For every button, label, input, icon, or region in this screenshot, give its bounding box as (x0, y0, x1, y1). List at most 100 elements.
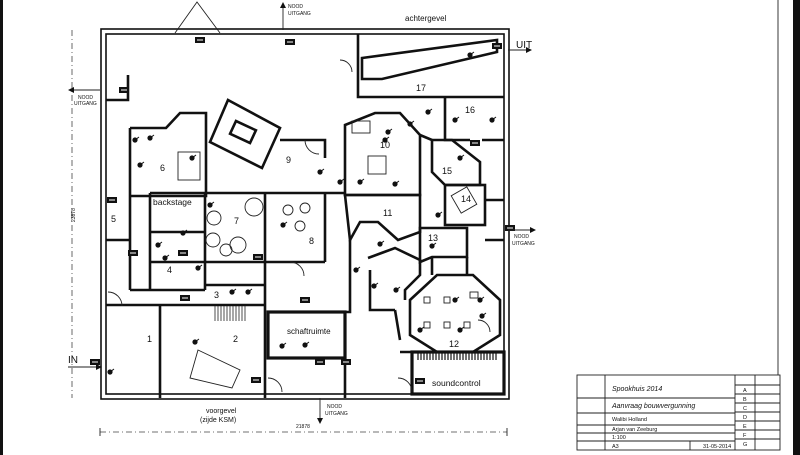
emergency-exit-label: UITGANG (512, 241, 535, 247)
room-number: 2 (233, 334, 238, 344)
actor-marker-tick (373, 282, 379, 287)
room-9-wall (280, 138, 327, 158)
furniture (177, 119, 479, 389)
room-number: 15 (442, 166, 452, 176)
revision-letter: A (743, 388, 747, 394)
seat (423, 296, 431, 304)
front-facade-side-label: (zijde KSM) (200, 417, 236, 424)
actor-marker-tick (139, 161, 145, 166)
revision-letter: C (743, 406, 747, 412)
table (177, 151, 201, 181)
room-11-wall (343, 193, 422, 245)
doors (107, 59, 491, 393)
client-name: Walibi Holland (612, 417, 647, 423)
coffin (450, 186, 478, 214)
seat (423, 321, 431, 329)
entrance-label: IN (68, 355, 78, 366)
actor-marker-tick (209, 201, 215, 206)
revision-letter: E (743, 424, 747, 430)
actor-marker-tick (459, 154, 465, 159)
arrows (68, 2, 536, 424)
room-number: 12 (449, 339, 459, 349)
actor-marker-tick (359, 178, 365, 183)
emergency-exit-label: UITGANG (74, 101, 97, 107)
actor-marker-tick (231, 288, 237, 293)
actor-marker-tick (281, 342, 287, 347)
emergency-exit-label: NOOD (288, 4, 303, 10)
arrow-head-icon (530, 227, 536, 233)
misc-walls (343, 198, 504, 398)
actor-marker-tick (491, 116, 497, 121)
actor-marker-tick (339, 178, 345, 183)
room-14-wall (443, 183, 487, 227)
left-edge-strip (0, 0, 3, 455)
entry-wall (106, 75, 130, 102)
actor-marker-tick (194, 338, 200, 343)
room-13-wall (418, 226, 469, 264)
drawing-scale: 1:100 (612, 435, 626, 441)
title-block: Spookhuis 2014 Aanvraag bouwvergunning W… (576, 374, 781, 451)
room-number: 4 (167, 265, 172, 275)
seat (469, 291, 479, 299)
corridor-3-walls (106, 262, 267, 398)
actor-marker-tick (157, 241, 163, 246)
room-number: 3 (214, 290, 219, 300)
room-number: 17 (416, 83, 426, 93)
room-number: 7 (234, 216, 239, 226)
actor-marker-tick (304, 341, 310, 346)
actor-marker-tick (164, 254, 170, 259)
drawing-subject: Aanvraag bouwvergunning (611, 403, 695, 410)
actor-marker-tick (197, 264, 203, 269)
right-edge-strip (793, 0, 800, 455)
emergency-exit-label: NOOD (78, 95, 93, 101)
exit-label: UIT (516, 40, 532, 51)
outer-wall-outside (100, 28, 510, 400)
roof-gable (174, 1, 221, 34)
seat (443, 321, 451, 329)
room-6-top-wall (130, 111, 208, 130)
ramp (360, 38, 499, 81)
room-number: 13 (428, 233, 438, 243)
drafter-name: Arjan van Zeeburg (612, 427, 657, 433)
door-swing (289, 261, 305, 277)
room-number: 11 (383, 208, 392, 218)
paper-format: A3 (612, 444, 619, 450)
actor-marker-tick (437, 211, 443, 216)
room-4-5-walls (106, 238, 205, 292)
actor-marker-tick (479, 296, 485, 301)
actor-marker-tick (182, 229, 188, 234)
actor-marker-tick (109, 368, 115, 373)
arrow-head-icon (96, 364, 102, 370)
arrow-head-icon (317, 418, 323, 424)
actor-marker-tick (379, 240, 385, 245)
width-dimension-label: 21878 (296, 424, 310, 430)
emergency-exit-label: UITGANG (288, 11, 311, 17)
room-15-wall (430, 138, 482, 187)
room-block-walls (148, 191, 345, 290)
staff-room-label: schaftruimte (287, 327, 331, 336)
revision-letter: F (743, 433, 747, 439)
actor-marker-tick (282, 221, 288, 226)
room-number: 14 (461, 194, 471, 204)
outer-walls (100, 1, 510, 400)
actor-marker-tick (481, 312, 487, 317)
actor-marker-tick (431, 242, 437, 247)
dimension-lines: 21878 23878 (71, 30, 508, 436)
door-swing (304, 139, 320, 155)
revision-letter: B (743, 397, 747, 403)
revision-letter: D (743, 415, 747, 421)
revision-rows (735, 384, 780, 440)
staff-room-wall (266, 310, 347, 360)
actor-marker-tick (427, 108, 433, 113)
barrel (244, 197, 264, 217)
door-swing (397, 377, 413, 393)
actor-marker-tick (469, 51, 475, 56)
connector-walls (419, 133, 469, 275)
tilted-room-wall (208, 98, 282, 170)
door-swing (477, 319, 491, 333)
door-swing (267, 377, 283, 393)
barrel (205, 232, 221, 248)
title-block-columns (604, 375, 756, 450)
stage-prop (189, 349, 241, 389)
front-facade-label: voorgevel (206, 408, 237, 415)
